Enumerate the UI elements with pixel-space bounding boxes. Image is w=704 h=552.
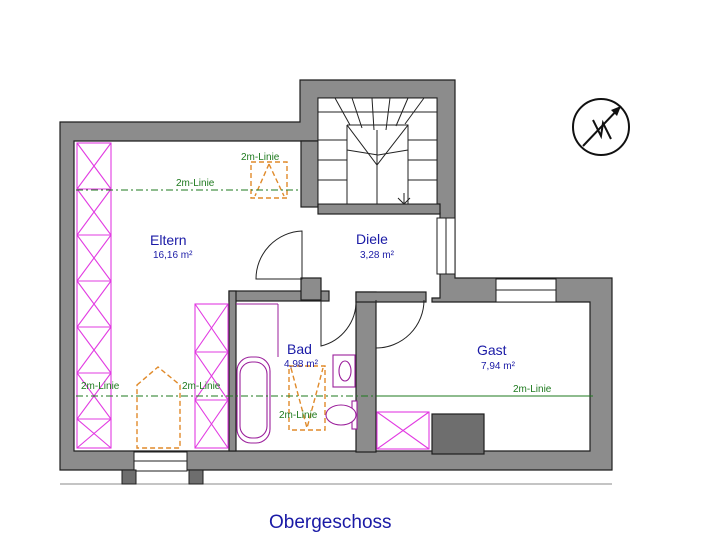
- door-bad: [320, 299, 357, 347]
- height-line-label: 2m-Linie: [176, 178, 215, 189]
- height-lines: [76, 189, 593, 397]
- room-name-eltern: Eltern: [150, 232, 187, 248]
- height-line-label: 2m-Linie: [241, 152, 280, 163]
- roof-windows: [136, 161, 326, 449]
- height-line-label: 2m-Linie: [182, 381, 221, 392]
- height-line-label: 2m-Linie: [513, 384, 552, 395]
- gast-wall-top: [355, 291, 427, 303]
- walls: [59, 79, 613, 485]
- door-gast: [375, 299, 425, 349]
- doors: [255, 230, 425, 349]
- stair-wall-left: [300, 140, 319, 208]
- north-arrow-icon: [572, 98, 630, 156]
- pillar-left: [121, 469, 137, 485]
- room-name-bad: Bad: [287, 341, 312, 357]
- staircase: [317, 97, 438, 205]
- stair-wall-bottom: [317, 203, 441, 215]
- toilet: [325, 404, 357, 426]
- room-name-gast: Gast: [477, 342, 507, 358]
- bath-wall-right: [355, 291, 377, 453]
- bath-fixtures: [236, 303, 358, 444]
- diele-wall-left: [300, 277, 322, 301]
- pillar-right: [188, 469, 204, 485]
- height-line-label: 2m-Linie: [279, 410, 318, 421]
- room-area-eltern: 16,16 m²: [153, 250, 193, 261]
- room-area-diele: 3,28 m²: [360, 250, 395, 261]
- bath-wall-left: [228, 290, 237, 452]
- chimney: [431, 413, 485, 455]
- roof-beams: [76, 142, 430, 450]
- room-name-diele: Diele: [356, 231, 388, 247]
- height-line-label: 2m-Linie: [81, 381, 120, 392]
- room-area-gast: 7,94 m²: [481, 361, 516, 372]
- door-eltern: [255, 230, 303, 280]
- plan-title: Obergeschoss: [269, 512, 392, 533]
- room-area-bad: 4,98 m²: [284, 359, 319, 370]
